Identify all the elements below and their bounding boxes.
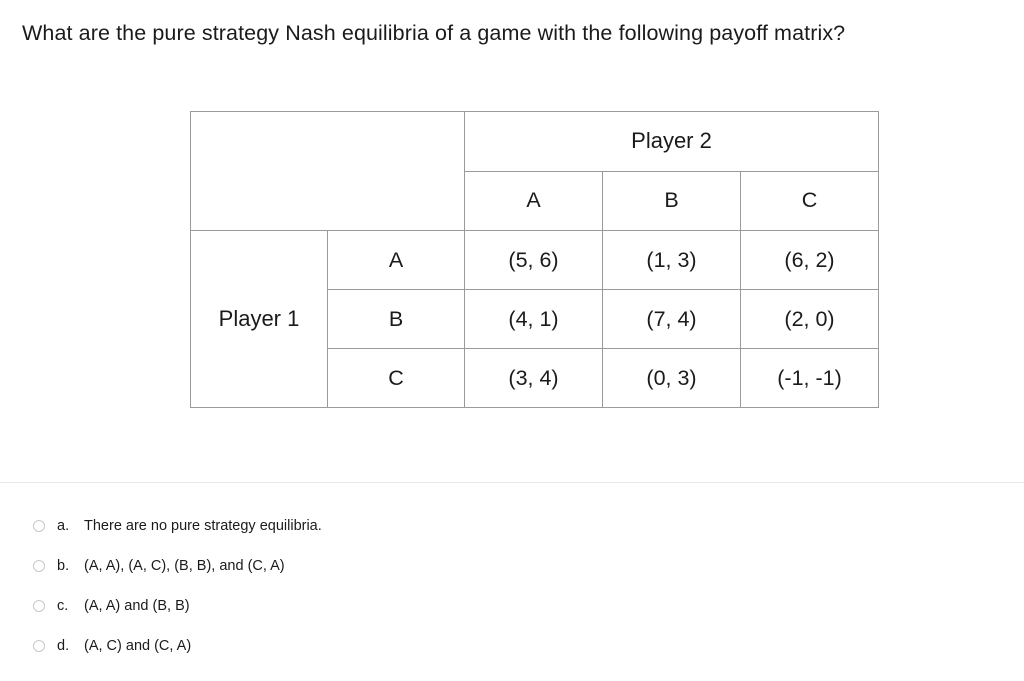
answer-option-b[interactable]: b. (A, A), (A, C), (B, B), and (C, A)	[33, 546, 633, 586]
payoff-cell-b-a: (4, 1)	[464, 289, 603, 349]
payoff-cell-c-a: (3, 4)	[464, 348, 603, 408]
payoff-cell-a-a: (5, 6)	[464, 230, 603, 290]
answer-options-list: a. There are no pure strategy equilibria…	[33, 506, 633, 666]
answer-option-c[interactable]: c. (A, A) and (B, B)	[33, 586, 633, 626]
column-header-a: A	[464, 170, 603, 231]
column-player-label: Player 2	[464, 111, 879, 172]
table-row: C (3, 4) (0, 3) (-1, -1)	[191, 348, 879, 408]
table-row-header-top: Player 2	[190, 111, 879, 231]
table-row-column-headers: A B C	[191, 170, 879, 231]
radio-button-b-icon[interactable]	[33, 560, 45, 572]
radio-button-a-icon[interactable]	[33, 520, 45, 532]
matrix-corner-cell	[190, 111, 465, 231]
payoff-cell-a-b: (1, 3)	[602, 230, 741, 290]
answer-option-b-letter: b.	[57, 558, 70, 574]
answer-option-d-label: (A, C) and (C, A)	[84, 638, 192, 654]
column-header-c: C	[740, 170, 879, 231]
answer-option-d-letter: d.	[57, 638, 70, 654]
row-header-c: C	[327, 348, 465, 408]
answer-option-b-label: (A, A), (A, C), (B, B), and (C, A)	[84, 558, 285, 574]
row-player-label: Player 1	[190, 230, 328, 408]
payoff-matrix-table: Player 2 A B C Player 1 A (5, 6) (1, 3) …	[190, 111, 879, 408]
payoff-cell-c-b: (0, 3)	[602, 348, 741, 408]
answer-option-c-letter: c.	[57, 598, 69, 614]
payoff-cell-a-c: (6, 2)	[740, 230, 879, 290]
question-prompt: What are the pure strategy Nash equilibr…	[22, 21, 846, 45]
answer-option-c-label: (A, A) and (B, B)	[84, 598, 190, 614]
section-divider	[0, 482, 1024, 483]
row-header-b: B	[327, 289, 465, 349]
table-row: B (4, 1) (7, 4) (2, 0)	[191, 289, 879, 349]
payoff-cell-b-b: (7, 4)	[602, 289, 741, 349]
answer-option-a-letter: a.	[57, 518, 70, 534]
answer-option-a-label: There are no pure strategy equilibria.	[84, 518, 322, 534]
row-header-a: A	[327, 230, 465, 290]
payoff-matrix-container: Player 2 A B C Player 1 A (5, 6) (1, 3) …	[190, 111, 879, 408]
column-header-b: B	[602, 170, 741, 231]
answer-option-a[interactable]: a. There are no pure strategy equilibria…	[33, 506, 633, 546]
payoff-cell-b-c: (2, 0)	[740, 289, 879, 349]
answer-option-d[interactable]: d. (A, C) and (C, A)	[33, 626, 633, 666]
table-row: Player 1 A (5, 6) (1, 3) (6, 2)	[190, 230, 879, 408]
payoff-cell-c-c: (-1, -1)	[740, 348, 879, 408]
radio-button-c-icon[interactable]	[33, 600, 45, 612]
radio-button-d-icon[interactable]	[33, 640, 45, 652]
